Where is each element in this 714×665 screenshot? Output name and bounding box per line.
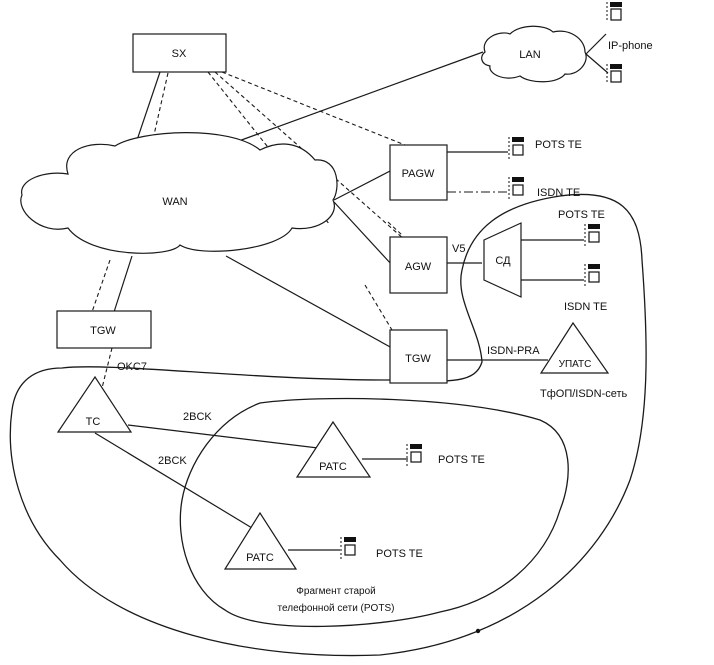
2vsk-lower-link-label: 2BCK xyxy=(158,455,187,467)
lan-ipphone-link-2 xyxy=(585,53,609,74)
wan-label: WAN xyxy=(162,196,187,208)
tgw-right-control-dash xyxy=(364,284,393,331)
ip-phone-icon-2[interactable] xyxy=(606,64,622,84)
pots-te-ratc-lower-label: POTS TE xyxy=(376,548,423,560)
pots-phone-icon-pagw[interactable] xyxy=(508,137,524,161)
sd-label: СД xyxy=(495,255,511,267)
tgw-right-label: TGW xyxy=(405,353,431,365)
pots-phone-icon-ratc-upper[interactable] xyxy=(406,444,422,468)
ip-phone-icon-1[interactable] xyxy=(606,2,622,22)
agw-label: AGW xyxy=(405,261,432,273)
sd-concentrator-node[interactable]: СД xyxy=(483,222,522,298)
pstn-isdn-region-label: ТфОП/ISDN-сеть xyxy=(540,388,628,400)
tgw-right-node[interactable]: TGW xyxy=(389,329,448,384)
ratc-lower-node[interactable]: PATC xyxy=(223,511,298,570)
wan-agw-link xyxy=(333,201,393,266)
upats-node[interactable]: УПАТС xyxy=(539,321,610,374)
wan-tgw-right-link xyxy=(225,255,393,349)
ratc-upper-label: PATC xyxy=(319,461,347,473)
ip-phone-label: IP-phone xyxy=(608,40,653,52)
pots-phone-icon-sd[interactable] xyxy=(584,224,600,248)
upats-label: УПАТС xyxy=(559,359,592,370)
okc7-link-label: OKC7 xyxy=(117,361,147,373)
tc-ratc-upper-link xyxy=(127,424,319,449)
pstn-isdn-region-boundary xyxy=(9,193,647,657)
pots-phone-icon-ratc-lower[interactable] xyxy=(340,537,356,561)
isdn-te-sd-label: ISDN TE xyxy=(564,301,607,313)
agw-node[interactable]: AGW xyxy=(389,236,448,294)
pots-te-pagw-label: POTS TE xyxy=(535,139,582,151)
ratc-upper-node[interactable]: PATC xyxy=(295,420,372,478)
sx-label: SX xyxy=(172,48,187,60)
ratc-lower-label: PATC xyxy=(246,552,274,564)
lan-label: LAN xyxy=(519,49,540,61)
pagw-node[interactable]: PAGW xyxy=(389,144,448,201)
wan-pagw-link xyxy=(333,169,393,201)
tc-ratc-lower-link xyxy=(94,432,253,529)
sx-wan-link xyxy=(134,71,161,147)
isdn-pra-link-label: ISDN-PRA xyxy=(487,345,540,357)
lan-ipphone-link-1 xyxy=(585,33,607,55)
wan-lan-link xyxy=(224,51,484,147)
pots-te-sd-label: POTS TE xyxy=(558,209,605,221)
2vsk-upper-link-label: 2BCK xyxy=(183,411,212,423)
sx-node[interactable]: SX xyxy=(132,33,227,73)
tgw-left-tc-okc7-link xyxy=(101,347,113,389)
wan-tgw-left-link xyxy=(113,255,133,313)
pots-fragment-label-line1: Фрагмент старой xyxy=(296,586,375,597)
pots-fragment-label-line2: телефонной сети (POTS) xyxy=(278,602,395,614)
wan-cloud[interactable]: WAN xyxy=(20,132,338,254)
lan-cloud[interactable]: LAN xyxy=(481,25,587,83)
pagw-label: PAGW xyxy=(402,168,435,180)
tc-node[interactable]: TC xyxy=(56,375,133,433)
tgw-left-node[interactable]: TGW xyxy=(56,310,152,349)
pots-te-ratc-upper-label: POTS TE xyxy=(438,454,485,466)
boundary-dot xyxy=(475,628,481,634)
wan-tgw-dashed-link xyxy=(91,259,111,313)
sx-pagw-control-link xyxy=(221,71,406,146)
pots-fragment-region-boundary xyxy=(179,397,569,628)
tc-label: TC xyxy=(86,416,101,428)
v5-link-label: V5 xyxy=(452,243,465,255)
sx-wan-dashed-link xyxy=(127,72,169,251)
isdn-phone-icon-pagw[interactable] xyxy=(508,177,524,201)
agw-control-dash xyxy=(387,221,403,236)
isdn-phone-icon-sd[interactable] xyxy=(584,264,600,288)
isdn-te-pagw-label: ISDN TE xyxy=(537,187,580,199)
tgw-left-label: TGW xyxy=(90,325,116,337)
